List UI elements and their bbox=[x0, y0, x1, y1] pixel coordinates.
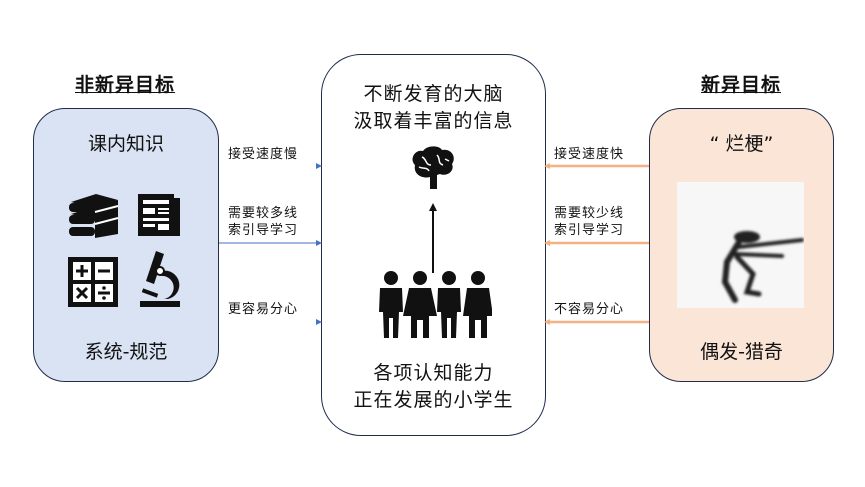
center-box: 不断发育的大脑 汲取着丰富的信息 各项认知能力 正在发展的小学生 bbox=[321, 54, 546, 436]
left-arrow-3-label: 更容易分心 bbox=[228, 302, 299, 317]
microscope-icon bbox=[140, 251, 180, 307]
right-box-title: “ 烂梗” bbox=[709, 133, 774, 155]
right-arrows bbox=[544, 163, 649, 325]
center-bottom-line-1: 各项认知能力 bbox=[373, 362, 494, 384]
up-arrow bbox=[429, 203, 437, 273]
left-arrow-3-head bbox=[316, 319, 322, 325]
calculator-icon bbox=[68, 257, 118, 307]
right-arrow-3-label: 不容易分心 bbox=[554, 302, 625, 317]
left-arrow-1-head bbox=[316, 163, 322, 169]
right-arrow-2-label-2: 索引导学习 bbox=[554, 223, 625, 238]
left-arrow-2-label-1: 需要较多线 bbox=[228, 206, 299, 221]
meme-figure-image bbox=[677, 182, 804, 308]
right-box: “ 烂梗” 偶发-猎奇 bbox=[649, 108, 834, 382]
left-box-footer: 系统-规范 bbox=[84, 341, 168, 363]
left-arrows bbox=[219, 163, 322, 325]
left-box: 课内知识 系统-规范 bbox=[33, 108, 219, 382]
left-arrow-2-head bbox=[316, 240, 322, 246]
right-heading: 新异目标 bbox=[700, 74, 781, 96]
center-bottom-line-2: 正在发展的小学生 bbox=[353, 389, 514, 411]
right-arrow-2-label-1: 需要较少线 bbox=[554, 206, 625, 221]
right-box-footer: 偶发-猎奇 bbox=[700, 341, 783, 363]
books-icon bbox=[69, 194, 119, 238]
left-arrow-2-label-2: 索引导学习 bbox=[228, 223, 299, 238]
left-heading: 非新异目标 bbox=[74, 74, 175, 96]
left-arrow-1-label: 接受速度慢 bbox=[228, 147, 299, 162]
newspaper-icon bbox=[138, 194, 180, 236]
left-box-title: 课内知识 bbox=[87, 133, 164, 155]
center-top-line-1: 不断发育的大脑 bbox=[363, 83, 504, 105]
right-arrow-1-label: 接受速度快 bbox=[554, 147, 625, 162]
students-icon bbox=[379, 271, 492, 338]
center-top-line-2: 汲取着丰富的信息 bbox=[353, 110, 514, 132]
brain-icon bbox=[412, 146, 454, 189]
